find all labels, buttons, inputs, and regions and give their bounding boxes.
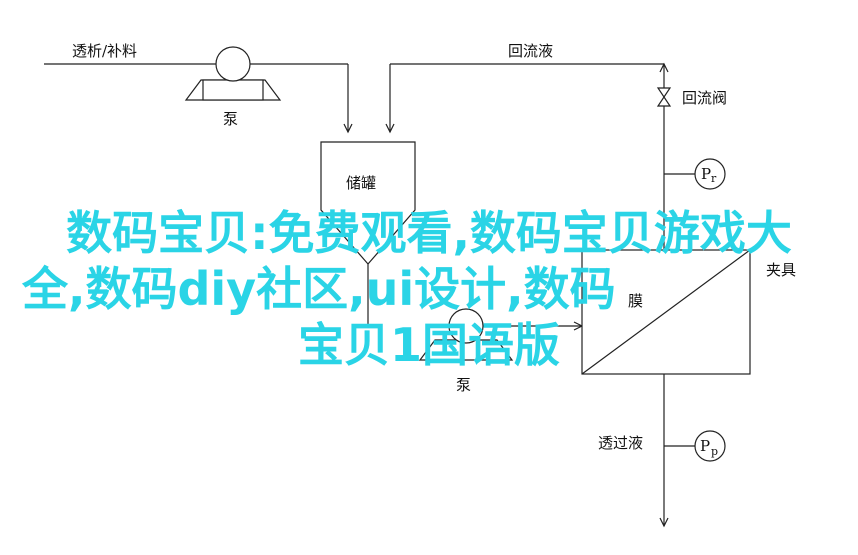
pp-gauge	[694, 430, 726, 462]
pump1-label: 泵	[223, 110, 238, 128]
return-arrow	[385, 123, 395, 134]
feed-label: 透析/补料	[72, 42, 137, 60]
overlay-title: 数码宝贝:免费观看,数码宝贝游戏大 全,数码diy社区,ui设计,数码 宝贝1国…	[0, 205, 858, 373]
overlay-line-1: 数码宝贝:免费观看,数码宝贝游戏大	[66, 206, 792, 260]
tank-label: 储罐	[346, 174, 376, 192]
pump2-base	[418, 339, 514, 361]
pp-label: P	[700, 437, 710, 455]
permeate-arrow	[659, 517, 669, 528]
overlay-line-3: 宝贝1国语版	[297, 318, 560, 372]
pr-gauge	[694, 158, 726, 190]
pump1-body	[202, 79, 264, 101]
pump1-circle	[215, 46, 251, 82]
pr-sub: r	[711, 172, 717, 185]
pump2-label: 泵	[456, 376, 471, 394]
membrane-label: 膜	[628, 292, 643, 310]
return-liquid-label: 回流液	[508, 42, 553, 60]
feed-arrow	[343, 123, 353, 134]
permeate-label: 透过液	[598, 434, 643, 452]
clamp-label: 夹具	[766, 261, 796, 279]
tank-shape	[320, 141, 416, 265]
return-valve-label: 回流阀	[682, 89, 727, 107]
overlay-line-2: 全,数码diy社区,ui设计,数码	[22, 262, 616, 316]
valve-icon	[656, 87, 672, 107]
pp-sub: p	[711, 445, 718, 458]
pr-label: P	[701, 165, 711, 183]
pump2-circle	[448, 308, 484, 344]
membrane-diagonal	[581, 249, 751, 375]
